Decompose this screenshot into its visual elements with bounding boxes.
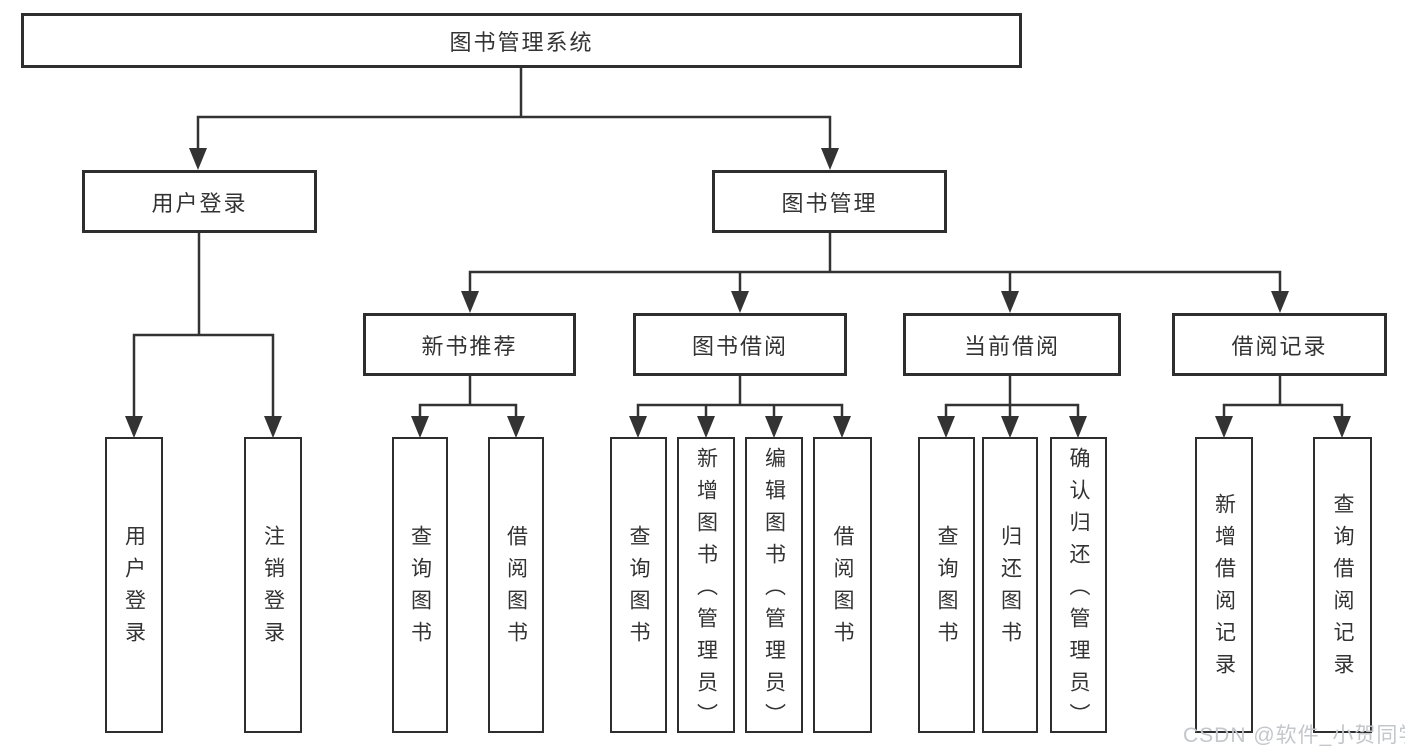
leaf-add-borrow-record: 新增借阅记录 [1195, 437, 1253, 733]
node-borrow-records: 借阅记录 [1172, 313, 1387, 376]
leaf-confirm-return-admin: 确认归还（管理员） [1050, 437, 1107, 735]
leaf-return-book: 归还图书 [982, 437, 1038, 733]
node-book-management: 图书管理 [712, 170, 947, 233]
leaf-query-books-recommend: 查询图书 [392, 437, 448, 733]
leaf-borrow-books: 借阅图书 [813, 437, 872, 733]
leaf-user-login: 用户登录 [105, 437, 163, 733]
arrowheads [125, 148, 1351, 438]
node-current-borrow: 当前借阅 [903, 313, 1121, 376]
leaf-query-books-borrow: 查询图书 [610, 437, 667, 733]
node-new-book-recommend: 新书推荐 [363, 313, 576, 376]
leaf-query-borrow-record: 查询借阅记录 [1313, 437, 1372, 733]
connector-shafts [132, 65, 1344, 420]
leaf-edit-book-admin: 编辑图书（管理员） [745, 437, 803, 735]
leaf-borrow-books-recommend: 借阅图书 [488, 437, 544, 733]
node-user-login: 用户登录 [82, 170, 317, 233]
leaf-add-book-admin: 新增图书（管理员） [677, 437, 735, 735]
leaf-query-books-current: 查询图书 [918, 437, 975, 733]
node-library-management-system: 图书管理系统 [21, 13, 1022, 68]
leaf-logout: 注销登录 [244, 437, 302, 733]
csdn-watermark: CSDN @软件_小贺同学 [1183, 724, 1405, 747]
node-book-borrow: 图书借阅 [633, 313, 847, 376]
